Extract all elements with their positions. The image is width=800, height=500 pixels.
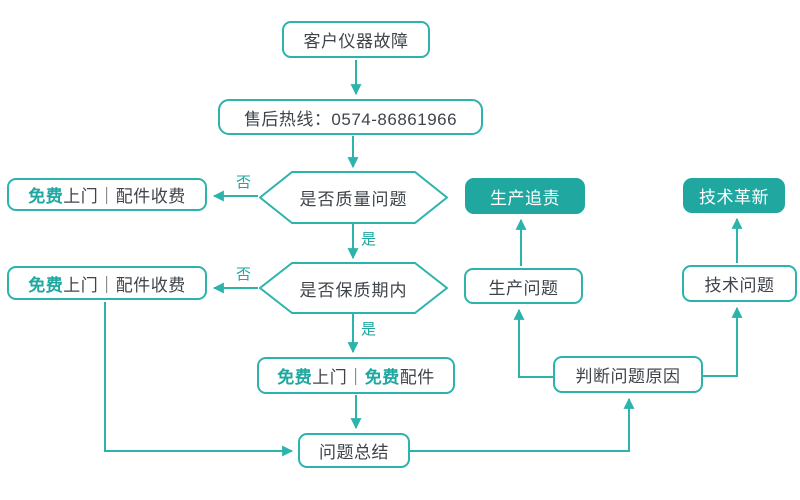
free-accent-label: 免费: [28, 187, 64, 206]
node-summary-label: 问题总结: [319, 443, 389, 462]
node-customer-fault: 客户仪器故障: [282, 21, 430, 58]
decision-quality-text: 是否质量问题: [299, 190, 408, 209]
paid-parts-label: 上门｜配件收费: [63, 187, 186, 206]
node-production-issue-label: 生产问题: [488, 278, 559, 298]
parts-label: 配件: [399, 368, 435, 387]
node-production-issue: 生产问题: [464, 268, 583, 304]
node-production-accountability: 生产追责: [465, 178, 585, 214]
node-production-accountability-label: 生产追责: [490, 188, 560, 208]
edge-paidparts-summary: [104, 302, 294, 457]
edge-summary-judge: [410, 397, 635, 452]
node-technical-innovation-label: 技术革新: [699, 188, 769, 207]
hexagon-warranty-decision: [259, 262, 448, 314]
paid-parts-label: 上门｜配件收费: [63, 275, 186, 295]
decision-warranty-text: 是否保质期内: [299, 280, 408, 300]
node-hotline-label: 售后热线：0574-86861966: [243, 109, 458, 129]
decision-quality-label: 是否质量问题: [260, 172, 447, 223]
node-free-onsite-paid-parts-1: 免费上门｜配件收费: [7, 178, 207, 211]
node-free-onsite-paid-parts-2: 免费上门｜配件收费: [7, 266, 207, 300]
yes-label-text: 是: [361, 231, 377, 248]
node-technical-innovation: 技术革新: [683, 178, 785, 213]
free-accent-label: 免费: [277, 368, 313, 387]
edge-label-no-quality: 否: [236, 171, 251, 192]
no-label-text: 否: [236, 174, 252, 191]
hexagon-quality-decision: [259, 171, 448, 224]
decision-warranty-label: 是否保质期内: [260, 263, 447, 313]
node-judge-cause-label: 判断问题原因: [575, 367, 681, 386]
edge-label-yes-quality: 是: [361, 228, 376, 249]
node-judge-cause: 判断问题原因: [553, 356, 703, 393]
free-accent-label: 免费: [364, 368, 400, 387]
edge-label-no-warranty: 否: [236, 263, 251, 284]
edge-judge-technical: [703, 306, 743, 377]
no-label-text: 否: [236, 266, 252, 283]
free-accent-label: 免费: [28, 275, 64, 295]
onsite-label: 上门｜: [312, 368, 365, 387]
node-free-onsite-free-parts: 免费上门｜免费配件: [257, 357, 455, 394]
edge-label-yes-warranty: 是: [361, 318, 376, 339]
edge-judge-production: [513, 308, 553, 378]
node-technical-issue: 技术问题: [682, 265, 797, 302]
node-technical-issue-label: 技术问题: [704, 276, 775, 295]
node-customer-fault-label: 客户仪器故障: [303, 32, 409, 51]
node-summary: 问题总结: [298, 433, 410, 468]
yes-label-text: 是: [361, 321, 377, 338]
node-hotline: 售后热线：0574-86861966: [218, 99, 483, 135]
